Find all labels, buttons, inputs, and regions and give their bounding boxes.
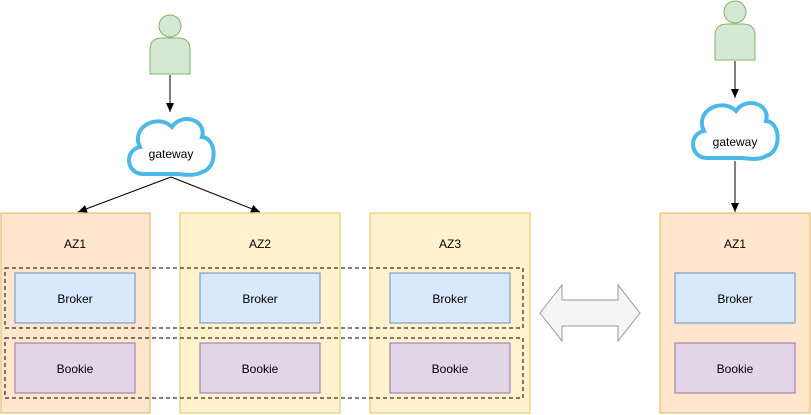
- broker-az1: Broker: [14, 272, 136, 324]
- broker-label: Broker: [57, 292, 92, 306]
- gateway-left: gateway: [127, 117, 216, 177]
- broker-group-outline: [4, 267, 524, 329]
- gateway-to-az1-arrow: [77, 176, 172, 213]
- broker-az2: Broker: [199, 272, 321, 324]
- double-arrow-icon: [539, 283, 641, 343]
- zone-label: AZ3: [439, 237, 461, 251]
- bookie-right: Bookie: [674, 342, 796, 394]
- bookie-az1: Bookie: [14, 342, 136, 394]
- cloud-icon: [127, 117, 216, 177]
- user-icon: [714, 0, 756, 61]
- zone-label: AZ2: [249, 237, 271, 251]
- bookie-label: Bookie: [717, 362, 754, 376]
- bookie-label: Bookie: [242, 362, 279, 376]
- broker-right: Broker: [674, 272, 796, 324]
- broker-label: Broker: [242, 292, 277, 306]
- broker-label: Broker: [432, 292, 467, 306]
- bookie-label: Bookie: [57, 362, 94, 376]
- user-icon: [149, 14, 191, 75]
- broker-label: Broker: [717, 292, 752, 306]
- gateway-right: gateway: [691, 101, 780, 161]
- bookie-label: Bookie: [432, 362, 469, 376]
- zone-label: AZ1: [64, 237, 86, 251]
- bookie-az3: Bookie: [389, 342, 511, 394]
- gateway-label: gateway: [149, 147, 194, 161]
- gateway-to-az2-arrow: [170, 176, 261, 213]
- bookie-az2: Bookie: [199, 342, 321, 394]
- zone-label: AZ1: [724, 237, 746, 251]
- gateway-label: gateway: [713, 135, 758, 149]
- cloud-icon: [691, 101, 780, 161]
- broker-az3: Broker: [389, 272, 511, 324]
- bookie-group-outline: [4, 337, 524, 399]
